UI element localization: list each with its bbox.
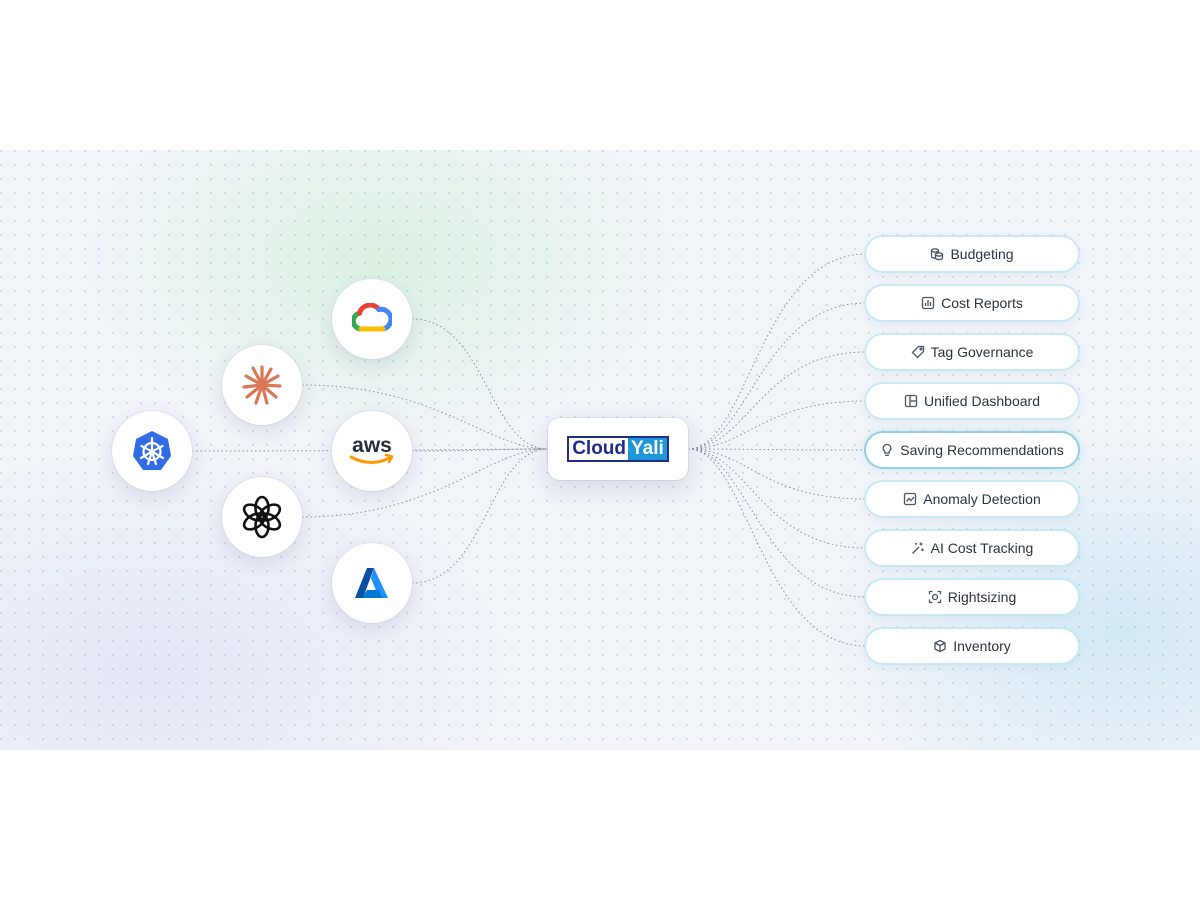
feature-label: Rightsizing	[947, 589, 1017, 605]
feature-connector	[687, 400, 867, 450]
connector-lines	[191, 253, 867, 647]
cloudyali-hub: Cloud Yali	[548, 418, 688, 480]
aws-wordmark: aws	[352, 434, 392, 457]
google-cloud-node	[332, 279, 412, 359]
feature-connector	[687, 302, 867, 450]
kubernetes-icon	[133, 431, 171, 470]
source-connector	[301, 448, 549, 518]
feature-tag-governance[interactable]: Tag Governance	[866, 335, 1078, 369]
logo-text-cloud: Cloud	[569, 438, 629, 460]
feature-label: Unified Dashboard	[924, 393, 1040, 409]
feature-unified-dashboard[interactable]: Unified Dashboard	[866, 384, 1078, 418]
feature-connector	[687, 448, 867, 598]
sparkles-icon	[911, 541, 925, 555]
feature-connector	[687, 448, 867, 500]
logo-text-yali: Yali	[628, 438, 667, 460]
claude-node	[222, 345, 302, 425]
source-connector	[411, 318, 549, 450]
line-chart-icon	[903, 492, 917, 506]
aws-node: aws	[332, 411, 412, 491]
source-connector	[191, 448, 549, 452]
feature-label: Tag Governance	[930, 344, 1034, 360]
azure-icon	[355, 568, 388, 598]
aws-icon: aws	[349, 434, 394, 464]
feature-inventory[interactable]: Inventory	[866, 629, 1078, 663]
feature-label: Cost Reports	[941, 295, 1023, 311]
feature-connector	[687, 448, 867, 451]
coins-icon	[930, 247, 944, 261]
bar-chart-icon	[921, 296, 935, 310]
feature-label: Budgeting	[950, 246, 1014, 262]
feature-ai-cost-tracking[interactable]: AI Cost Tracking	[866, 531, 1078, 565]
feature-budgeting[interactable]: Budgeting	[866, 237, 1078, 271]
feature-label: Anomaly Detection	[923, 491, 1041, 507]
feature-cost-reports[interactable]: Cost Reports	[866, 286, 1078, 320]
feature-connector	[687, 351, 867, 450]
source-connector	[411, 448, 549, 584]
azure-node	[332, 543, 412, 623]
feature-saving-recommendations[interactable]: Saving Recommendations	[866, 433, 1078, 467]
source-connector	[411, 448, 549, 452]
feature-anomaly-detection[interactable]: Anomaly Detection	[866, 482, 1078, 516]
google-cloud-icon	[352, 303, 392, 332]
feature-connector	[687, 448, 867, 647]
kubernetes-node	[112, 411, 192, 491]
layout-icon	[904, 394, 918, 408]
feature-label: Saving Recommendations	[900, 442, 1064, 458]
feature-label: AI Cost Tracking	[930, 540, 1034, 556]
diagram-panel: aws Cloud Yali	[0, 150, 1200, 750]
feature-label: Inventory	[953, 638, 1011, 654]
feature-rightsizing[interactable]: Rightsizing	[866, 580, 1078, 614]
openai-node	[222, 477, 302, 557]
tag-icon	[911, 345, 925, 359]
claude-icon	[242, 365, 282, 405]
lightbulb-icon	[880, 443, 894, 457]
source-connector	[301, 384, 549, 450]
scan-icon	[928, 590, 942, 604]
feature-connector	[687, 448, 867, 549]
feature-connector	[687, 253, 867, 450]
openai-icon	[242, 495, 282, 539]
box-icon	[933, 639, 947, 653]
cloudyali-logo: Cloud Yali	[567, 436, 669, 462]
